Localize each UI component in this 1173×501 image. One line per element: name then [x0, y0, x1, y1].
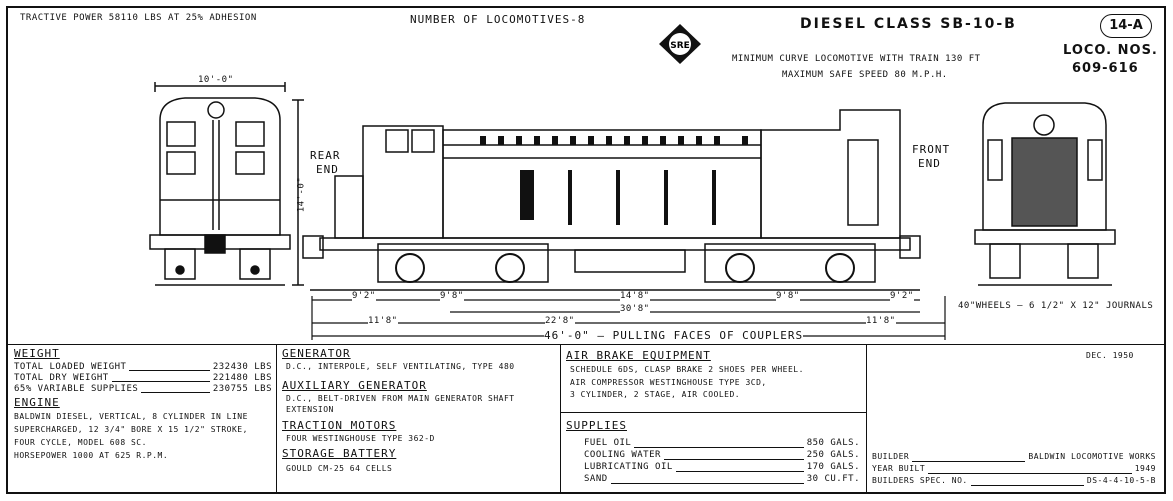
aux-generator-line: D.C., BELT-DRIVEN FROM MAIN GENERATOR SH… [286, 394, 515, 403]
air-brake-line: 3 CYLINDER, 2 STAGE, AIR COOLED. [570, 390, 741, 399]
table-divider-2 [560, 344, 561, 494]
dim-7: 11'8" [368, 316, 398, 326]
weight-row: TOTAL DRY WEIGHT 221480 LBS [14, 373, 272, 384]
sre-logo-icon [659, 24, 701, 64]
front-end-label-1: FRONT [912, 143, 951, 156]
supplies-row-value: 850 GALS. [806, 438, 860, 448]
logo-text: SRE [670, 41, 690, 51]
weight-row-label: TOTAL DRY WEIGHT [14, 373, 109, 383]
side-elevation [302, 109, 921, 291]
generator-heading: GENERATOR [282, 347, 351, 360]
storage-battery-line: GOULD CM-25 64 CELLS [286, 464, 393, 473]
weight-heading: WEIGHT [14, 347, 60, 360]
engine-line: SUPERCHARGED, 12 3/4" BORE X 15 1/2" STR… [14, 425, 248, 434]
aux-generator-line: EXTENSION [286, 405, 334, 414]
weight-row-label: TOTAL LOADED WEIGHT [14, 362, 127, 372]
supplies-row-value: 170 GALS. [806, 462, 860, 472]
traction-motors-line: FOUR WESTINGHOUSE TYPE 362-D [286, 434, 435, 443]
weight-row-value: 221480 LBS [212, 373, 272, 383]
tractive-power-text: TRACTIVE POWER 58110 LBS AT 25% ADHESION [20, 13, 257, 23]
weight-row-label: 65% VARIABLE SUPPLIES [14, 384, 139, 394]
storage-battery-heading: STORAGE BATTERY [282, 447, 397, 460]
dim-5: 9'2" [890, 291, 914, 301]
builder-row-label: BUILDERS SPEC. NO. [872, 476, 968, 485]
wheels [395, 253, 855, 283]
supplies-row-label: LUBRICATING OIL [584, 462, 673, 472]
engine-heading: ENGINE [14, 396, 60, 409]
loco-nos-value: 609-616 [1072, 61, 1139, 76]
supplies-row-label: SAND [584, 474, 608, 484]
builder-row-label: YEAR BUILT [872, 464, 926, 473]
weight-row: 65% VARIABLE SUPPLIES 230755 LBS [14, 384, 272, 395]
dim-4: 9'8" [776, 291, 800, 301]
builder-row: BUILDER BALDWIN LOCOMOTIVE WORKS [872, 452, 1156, 464]
front-end-label-2: END [918, 157, 941, 170]
rear-end-view [149, 82, 291, 286]
air-brake-line: SCHEDULE 6DS, CLASP BRAKE 2 SHOES PER WH… [570, 365, 804, 374]
dim-8: 22'8" [545, 316, 575, 326]
dim-9: 11'8" [866, 316, 896, 326]
supplies-row-label: COOLING WATER [584, 450, 661, 460]
table-divider-3 [866, 344, 867, 494]
builder-row-value: DS-4-4-10-5-B [1086, 476, 1156, 485]
side-windows [480, 136, 748, 225]
loco-nos-label: LOCO. NOS. [1063, 43, 1158, 58]
front-end-view [974, 102, 1116, 286]
drawing-date: DEC. 1950 [1086, 351, 1134, 360]
weight-row: TOTAL LOADED WEIGHT 232430 LBS [14, 362, 272, 373]
dim-2: 9'8" [440, 291, 464, 301]
min-curve-text: MINIMUM CURVE LOCOMOTIVE WITH TRAIN 130 … [732, 54, 981, 64]
height-dimension [292, 99, 304, 286]
supplies-row-value: 30 CU.FT. [806, 474, 860, 484]
height-dim-label: 14'-0" [296, 176, 307, 213]
generator-line: D.C., INTERPOLE, SELF VENTILATING, TYPE … [286, 362, 515, 371]
supplies-row: COOLING WATER 250 GALS. [584, 450, 860, 462]
rear-end-label-2: END [316, 163, 339, 176]
dim-10: 46'-0" — PULLING FACES OF COUPLERS [544, 329, 804, 342]
weight-row-value: 232430 LBS [212, 362, 272, 372]
supplies-table: FUEL OIL 850 GALS. COOLING WATER 250 GALS.… [584, 438, 860, 486]
supplies-row: LUBRICATING OIL 170 GALS. [584, 462, 860, 474]
max-speed-text: MAXIMUM SAFE SPEED 80 M.P.H. [782, 70, 948, 80]
builder-table: BUILDER BALDWIN LOCOMOTIVE WORKS YEAR BUI… [872, 452, 1156, 488]
supplies-row-label: FUEL OIL [584, 438, 632, 448]
width-dim-label: 10'-0" [198, 75, 234, 85]
sheet-number-badge: 14-A [1100, 14, 1152, 38]
dim-6: 30'8" [620, 304, 650, 314]
dim-3: 14'8" [620, 291, 650, 301]
builder-row-label: BUILDER [872, 452, 910, 461]
supplies-row: FUEL OIL 850 GALS. [584, 438, 860, 450]
builder-row-value: BALDWIN LOCOMOTIVE WORKS [1028, 452, 1156, 461]
supplies-row-value: 250 GALS. [806, 450, 860, 460]
engine-line: HORSEPOWER 1000 AT 625 R.P.M. [14, 451, 169, 460]
builder-row: BUILDERS SPEC. NO. DS-4-4-10-5-B [872, 476, 1156, 488]
air-brake-heading: AIR BRAKE EQUIPMENT [566, 349, 711, 362]
air-brake-line: AIR COMPRESSOR WESTINGHOUSE TYPE 3CD, [570, 378, 767, 387]
diagram-sheet [6, 6, 1166, 494]
engine-line: FOUR CYCLE, MODEL 608 SC. [14, 438, 147, 447]
dim-1: 9'2" [352, 291, 376, 301]
traction-motors-heading: TRACTION MOTORS [282, 419, 397, 432]
wheels-note: 40"WHEELS — 6 1/2" X 12" JOURNALS [958, 301, 1154, 311]
class-title: DIESEL CLASS SB-10-B [800, 16, 1017, 32]
table-divider-4 [560, 412, 866, 413]
number-of-locomotives-text: NUMBER OF LOCOMOTIVES-8 [410, 13, 586, 26]
table-top-border [7, 344, 1165, 345]
rear-end-label-1: REAR [310, 149, 341, 162]
builder-row-value: 1949 [1134, 464, 1156, 473]
aux-generator-heading: AUXILIARY GENERATOR [282, 379, 427, 392]
supplies-heading: SUPPLIES [566, 419, 627, 432]
table-divider-1 [276, 344, 277, 494]
supplies-row: SAND 30 CU.FT. [584, 474, 860, 486]
weight-table: TOTAL LOADED WEIGHT 232430 LBS TOTAL DRY … [14, 362, 272, 395]
builder-row: YEAR BUILT 1949 [872, 464, 1156, 476]
engine-line: BALDWIN DIESEL, VERTICAL, 8 CYLINDER IN … [14, 412, 248, 421]
weight-row-value: 230755 LBS [212, 384, 272, 394]
